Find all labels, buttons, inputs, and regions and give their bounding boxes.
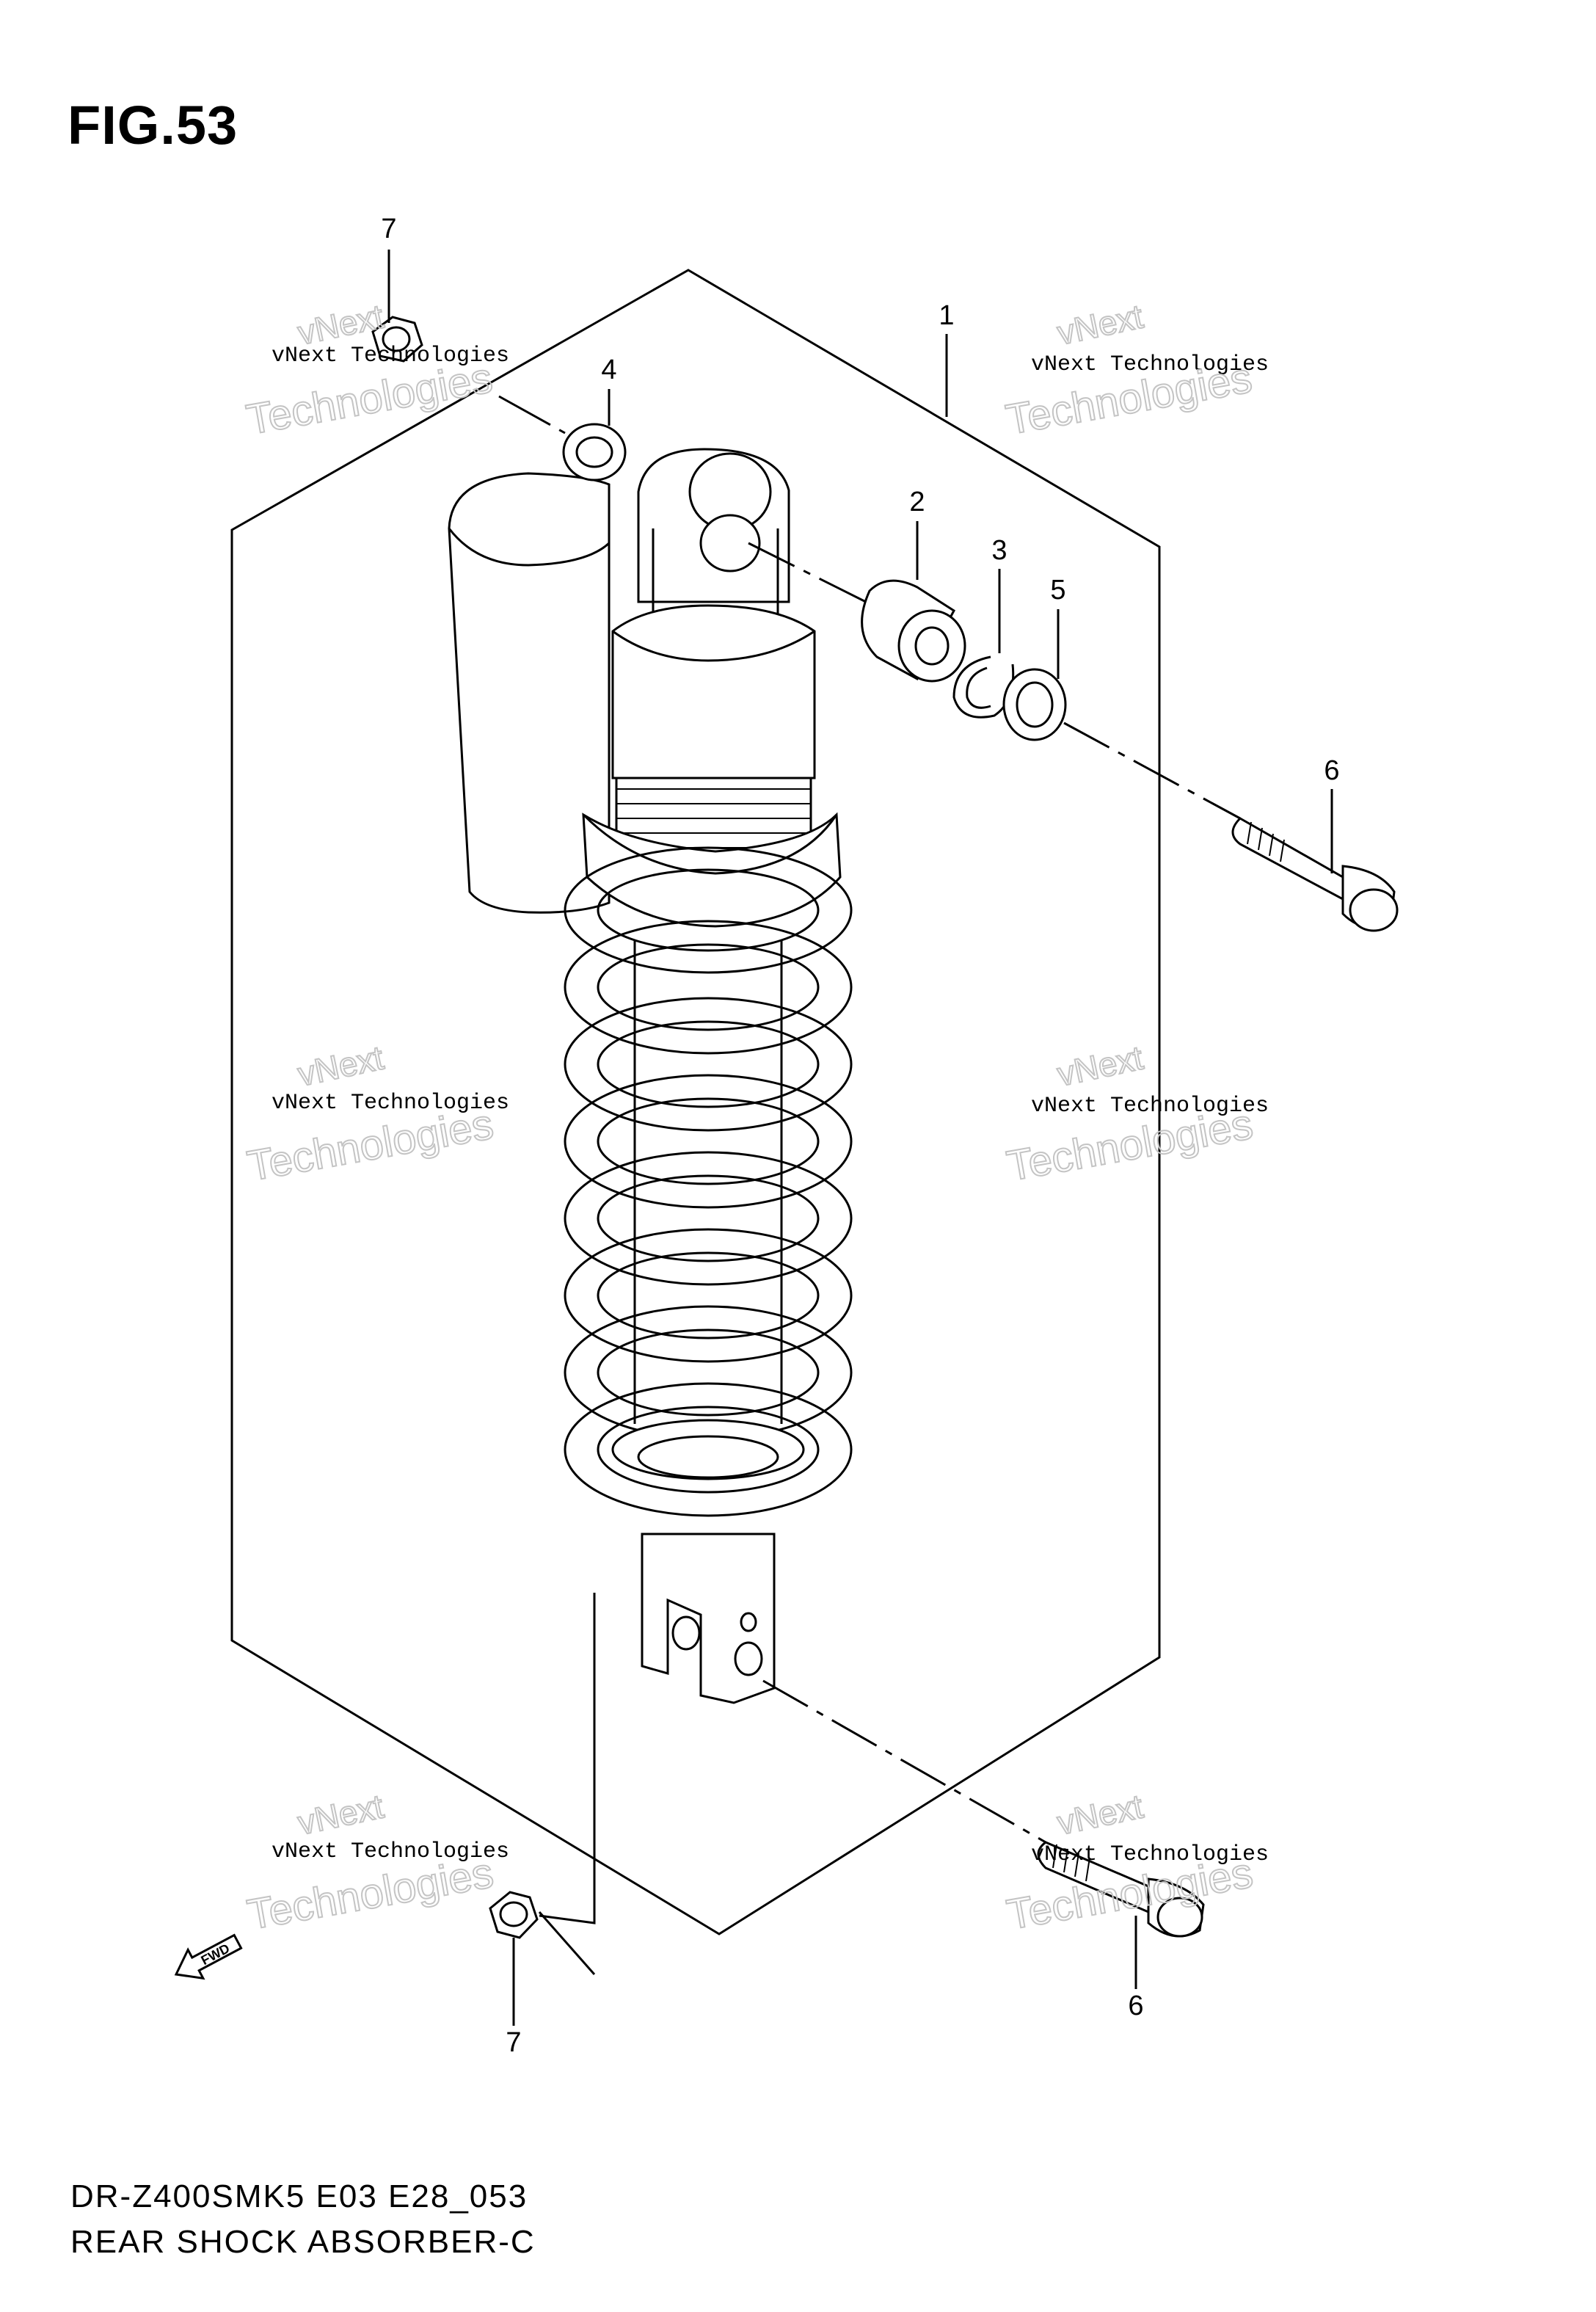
callout-3: 3 xyxy=(991,535,1007,566)
svg-text:vNext Technologies: vNext Technologies xyxy=(1031,352,1269,377)
svg-text:vNext Technologies: vNext Technologies xyxy=(272,1839,509,1864)
lower-clevis xyxy=(641,1533,776,1704)
bolt-part-6-lower xyxy=(1037,1841,1205,1938)
reservoir xyxy=(448,472,611,914)
lower-spring-seat xyxy=(611,1419,805,1480)
svg-text:vNext Technologies: vNext Technologies xyxy=(1031,1842,1269,1867)
bolt-part-6-upper xyxy=(1231,817,1399,932)
fwd-arrow-icon: FWD xyxy=(174,1933,243,1980)
figure-title: FIG.53 xyxy=(68,95,238,156)
washer-part-5 xyxy=(1002,668,1067,741)
assembly-outline xyxy=(230,269,1161,1935)
alignment-lines xyxy=(498,395,1241,1975)
svg-text:vNext: vNext xyxy=(294,1786,387,1842)
callout-6-upper: 6 xyxy=(1324,755,1339,786)
svg-text:vNext Technologies: vNext Technologies xyxy=(272,343,509,368)
model-code: DR-Z400SMK5 E03 E28_053 xyxy=(70,2178,528,2214)
callout-5: 5 xyxy=(1050,575,1065,606)
svg-text:vNext: vNext xyxy=(294,1038,387,1093)
washer-part-4 xyxy=(562,423,627,481)
svg-text:vNext Technologies: vNext Technologies xyxy=(272,1091,509,1116)
callout-7-lower: 7 xyxy=(506,2027,521,2058)
callout-4: 4 xyxy=(601,355,616,385)
nut-part-7-upper xyxy=(371,316,423,363)
leader-lines xyxy=(387,250,1333,2026)
damper-body xyxy=(611,604,816,873)
callout-2: 2 xyxy=(909,487,925,517)
watermark: vNext vNext Technologies Technologies vN… xyxy=(242,296,1269,1939)
figure-caption: REAR SHOCK ABSORBER-C xyxy=(70,2224,536,2260)
coil-spring xyxy=(564,846,853,1517)
callout-1: 1 xyxy=(939,300,954,331)
svg-text:vNext: vNext xyxy=(1054,297,1146,352)
callout-6-lower: 6 xyxy=(1128,1991,1143,2021)
svg-text:vNext: vNext xyxy=(1054,1038,1146,1093)
bushing-part-2 xyxy=(861,579,966,683)
upper-eye-mount xyxy=(637,448,790,624)
svg-text:vNext Technologies: vNext Technologies xyxy=(1031,1094,1269,1119)
nut-part-7-lower xyxy=(489,1891,539,1939)
callout-7-upper: 7 xyxy=(381,214,396,244)
svg-text:vNext: vNext xyxy=(1054,1786,1146,1842)
